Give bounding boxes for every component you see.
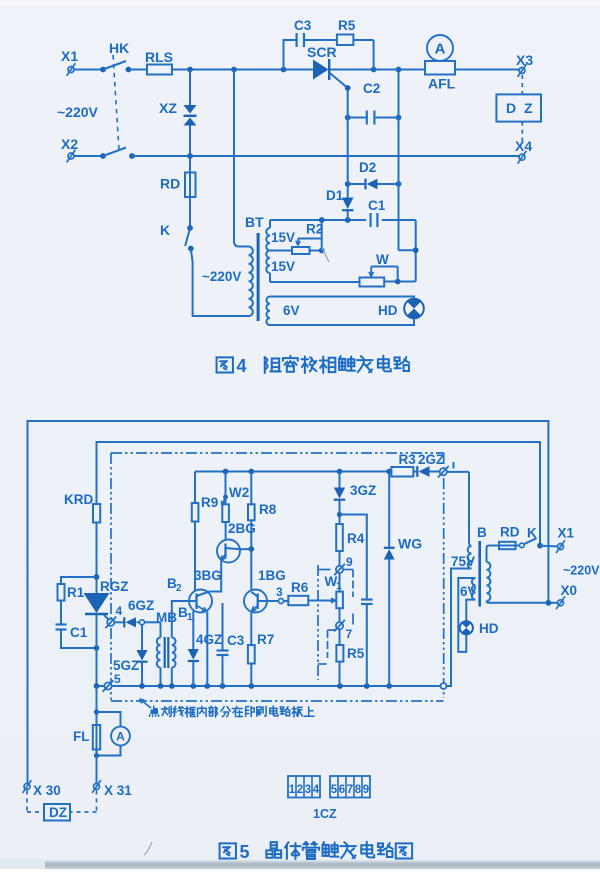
svg-text:~220V: ~220V <box>202 269 241 284</box>
svg-text:R7: R7 <box>257 632 274 647</box>
svg-text:A: A <box>435 41 446 58</box>
svg-text:15V: 15V <box>271 259 295 274</box>
svg-text:B: B <box>477 525 487 540</box>
svg-text:~220V: ~220V <box>57 104 99 120</box>
svg-text:HK: HK <box>109 40 129 56</box>
svg-text:X3: X3 <box>516 52 533 68</box>
svg-text:15V: 15V <box>271 230 295 245</box>
svg-text:R8: R8 <box>259 502 277 517</box>
svg-text:X 30: X 30 <box>33 783 61 798</box>
svg-text:W2: W2 <box>229 485 249 500</box>
svg-text:WG: WG <box>398 536 422 552</box>
svg-text:75V: 75V <box>451 554 475 569</box>
svg-text:C2: C2 <box>363 81 380 96</box>
svg-text:7: 7 <box>346 627 353 641</box>
svg-text:R5: R5 <box>338 18 356 33</box>
svg-text:RGZ: RGZ <box>100 579 129 594</box>
svg-text:5: 5 <box>240 842 250 862</box>
svg-text:W: W <box>376 252 389 267</box>
svg-text:4: 4 <box>116 604 123 618</box>
svg-text:K: K <box>160 222 170 238</box>
svg-text:R3: R3 <box>399 452 417 467</box>
svg-text:C3: C3 <box>227 633 245 648</box>
svg-text:5: 5 <box>331 784 338 796</box>
svg-text:X0: X0 <box>561 583 578 598</box>
svg-text:MB: MB <box>156 610 177 625</box>
svg-text:1: 1 <box>336 581 342 592</box>
svg-text:SCR: SCR <box>307 44 337 60</box>
svg-text:X 31: X 31 <box>104 783 132 798</box>
svg-text:A: A <box>116 730 125 744</box>
svg-text:D Z: D Z <box>506 100 535 116</box>
svg-text:9: 9 <box>346 555 353 569</box>
svg-text:~220V: ~220V <box>563 564 600 578</box>
svg-text:AFL: AFL <box>428 76 456 92</box>
svg-text:DZ: DZ <box>49 805 67 820</box>
svg-text:RD: RD <box>500 525 520 540</box>
svg-text:5: 5 <box>114 672 121 686</box>
svg-text:4: 4 <box>313 784 320 796</box>
svg-text:FL: FL <box>73 729 90 744</box>
svg-text:KRD: KRD <box>64 492 93 507</box>
svg-text:3: 3 <box>276 585 283 599</box>
svg-text:K: K <box>527 526 537 541</box>
svg-text:2GZ: 2GZ <box>418 452 444 467</box>
svg-text:R1: R1 <box>67 585 85 600</box>
svg-text:RD: RD <box>160 176 180 192</box>
svg-text:1CZ: 1CZ <box>313 807 337 821</box>
svg-text:3: 3 <box>305 784 311 796</box>
svg-text:1: 1 <box>187 612 193 623</box>
svg-text:XZ: XZ <box>159 100 177 116</box>
svg-text:1: 1 <box>289 784 296 796</box>
svg-text:X1: X1 <box>558 526 575 541</box>
svg-text:R6: R6 <box>291 580 309 595</box>
svg-text:4: 4 <box>237 356 247 376</box>
svg-text:R2: R2 <box>306 222 323 237</box>
svg-text:C1: C1 <box>368 198 386 213</box>
svg-text:D2: D2 <box>359 160 376 175</box>
svg-text:7: 7 <box>347 784 353 796</box>
svg-text:2: 2 <box>176 583 182 594</box>
svg-text:RLS: RLS <box>145 49 173 65</box>
svg-text:6: 6 <box>339 784 345 796</box>
svg-text:X4: X4 <box>515 138 532 154</box>
svg-text:X1: X1 <box>61 48 78 64</box>
svg-text:2: 2 <box>297 784 303 796</box>
svg-text:R5: R5 <box>347 646 365 661</box>
svg-text:9: 9 <box>363 784 369 796</box>
svg-text:R9: R9 <box>201 495 218 510</box>
svg-text:HD: HD <box>479 621 499 636</box>
svg-text:D1: D1 <box>326 188 344 203</box>
svg-text:6V: 6V <box>283 303 300 318</box>
svg-text:2BG: 2BG <box>228 521 256 536</box>
svg-text:6V: 6V <box>460 584 477 599</box>
svg-text:1BG: 1BG <box>258 568 286 583</box>
svg-text:6GZ: 6GZ <box>128 598 154 613</box>
svg-text:3BG: 3BG <box>194 568 222 583</box>
svg-text:R4: R4 <box>347 531 365 546</box>
svg-text:3GZ: 3GZ <box>350 483 376 498</box>
svg-text:5GZ: 5GZ <box>113 658 139 673</box>
svg-text:C1: C1 <box>70 625 88 640</box>
svg-text:HD: HD <box>378 303 398 318</box>
svg-text:BT: BT <box>245 214 264 230</box>
svg-text:4GZ: 4GZ <box>196 632 222 647</box>
svg-text:C3: C3 <box>294 18 312 33</box>
svg-text:X2: X2 <box>61 136 78 152</box>
svg-text:8: 8 <box>355 784 362 796</box>
